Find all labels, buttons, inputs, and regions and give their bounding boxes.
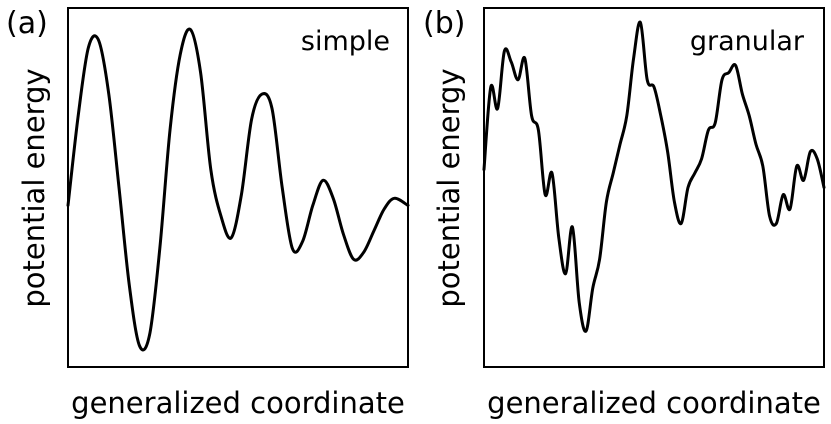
panel-a-title: simple <box>301 26 390 57</box>
panel-a-plot-frame <box>67 7 409 368</box>
panel-a-x-axis-label: generalized coordinate <box>71 386 405 420</box>
panel-b-series-line <box>482 20 826 333</box>
panel-b-letter: (b) <box>423 6 465 41</box>
panel-b-y-axis-label: potential energy <box>432 68 466 307</box>
panel-a: (a) simple generalized coordinate potent… <box>6 6 410 420</box>
panel-b-x-axis-label: generalized coordinate <box>487 386 821 420</box>
panel-a-series-line <box>66 27 410 352</box>
panel-a-y-axis-label: potential energy <box>17 68 51 307</box>
panel-b-plot-frame <box>483 7 825 368</box>
panel-a-letter: (a) <box>6 6 48 41</box>
panel-b: (b) granular generalized coordinate pote… <box>423 6 826 420</box>
panel-b-title: granular <box>690 26 805 57</box>
